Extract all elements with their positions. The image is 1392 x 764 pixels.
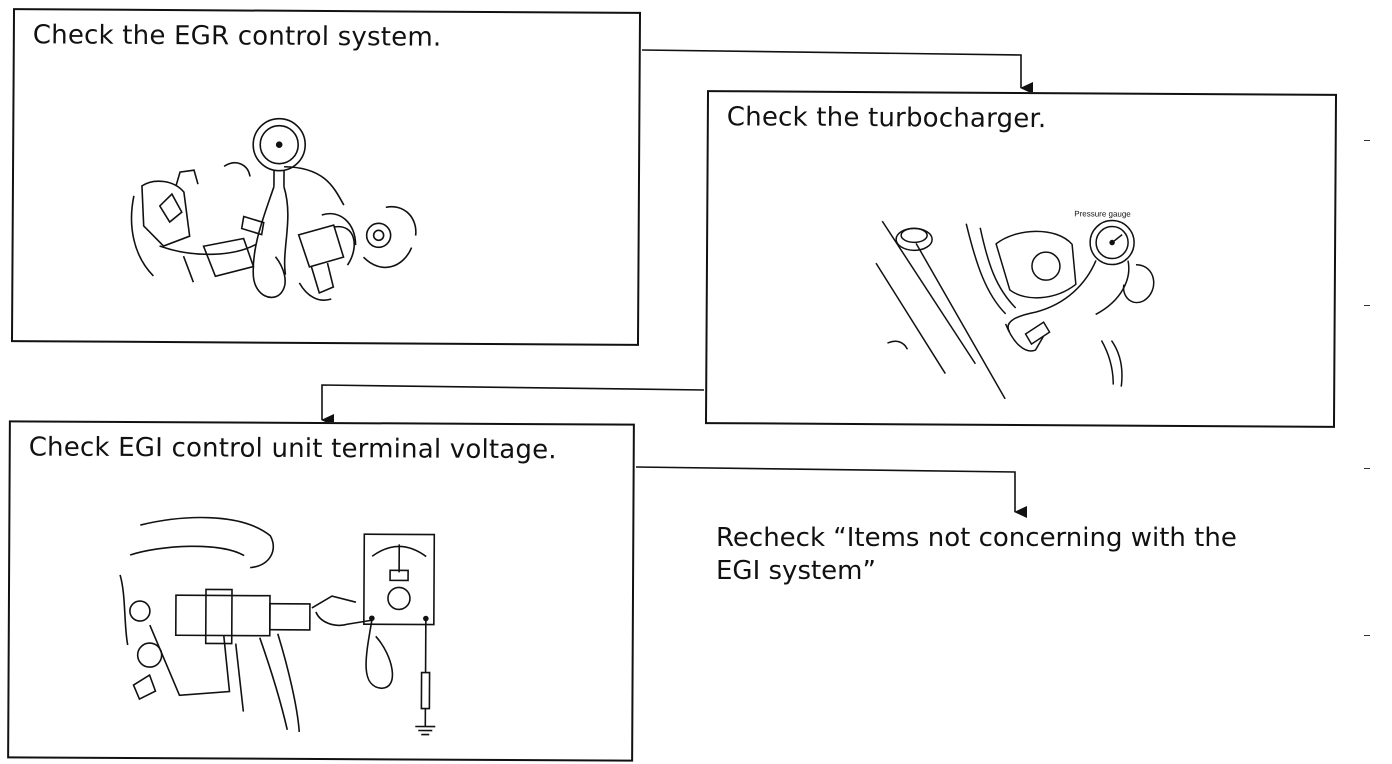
edge-mark: [1364, 468, 1370, 469]
pressure-gauge-label: Pressure gauge: [1074, 209, 1131, 218]
arrow-egi-to-recheck: [635, 466, 1027, 518]
step-egr-box: Check the EGR control system.: [10, 8, 642, 346]
recheck-line-1: Recheck “Items not concerning with the: [716, 523, 1237, 553]
step-turbo-box: Check the turbocharger.: [704, 90, 1338, 428]
step-egr-title: Check the EGR control system.: [32, 20, 442, 53]
turbocharger-illustration: Pressure gauge: [875, 209, 1155, 400]
step-egi-title: Check EGI control unit terminal voltage.: [28, 432, 557, 466]
recheck-instruction: Recheck “Items not concerning with the E…: [716, 522, 1237, 588]
edge-mark: [1364, 140, 1370, 141]
arrow-turbo-to-egi: [321, 384, 705, 426]
egr-system-illustration: [130, 117, 417, 301]
arrow-egr-to-turbo: [641, 49, 1033, 94]
recheck-line-2: EGI system”: [716, 556, 876, 586]
edge-mark: [1364, 305, 1370, 306]
step-turbo-title: Check the turbocharger.: [726, 102, 1047, 135]
voltmeter-illustration: [119, 516, 436, 736]
edge-mark: [1364, 635, 1370, 636]
step-egi-box: Check EGI control unit terminal voltage.: [7, 420, 635, 762]
